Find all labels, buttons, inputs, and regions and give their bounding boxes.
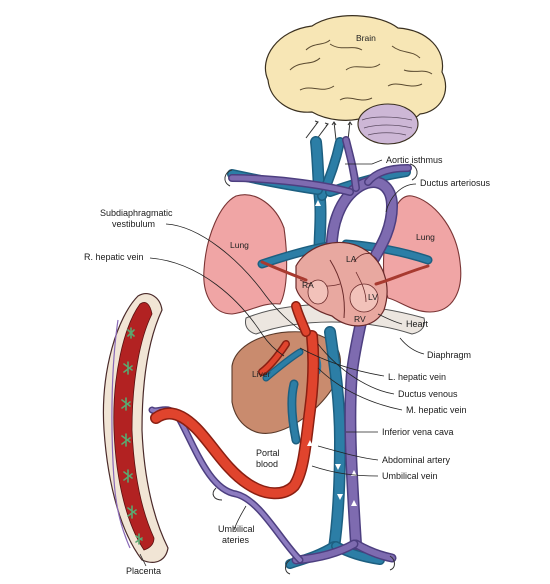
ra-label: RA xyxy=(302,280,314,290)
ductus-venous-label: Ductus venous xyxy=(398,389,458,399)
m-hepatic-vein-label: M. hepatic vein xyxy=(406,405,467,415)
flow-arrows xyxy=(307,200,357,506)
left-lung-label: Lung xyxy=(230,240,249,250)
portal-blood-label-line2: blood xyxy=(256,459,278,469)
portal-blood-label-line1: Portal xyxy=(256,448,280,458)
lv-label: LV xyxy=(368,292,378,302)
callouts-right: Aortic isthmus Ductus arteriosus Heart D… xyxy=(299,155,491,481)
abdominal-artery-label: Abdominal artery xyxy=(382,455,451,465)
brain-label: Brain xyxy=(356,33,376,43)
umbilical-ateries-label-line2: ateries xyxy=(222,535,250,545)
brain xyxy=(264,15,447,145)
oxygenated-vessels xyxy=(150,260,430,500)
subdiaphragmatic-vestibulum-label-line2: vestibulum xyxy=(112,219,155,229)
cerebellum xyxy=(357,103,419,145)
vessel-ends xyxy=(212,163,418,575)
callouts-left: Subdiaphragmatic vestibulum R. hepatic v… xyxy=(84,208,301,576)
left-lung xyxy=(203,194,288,315)
l-hepatic-vein-label: L. hepatic vein xyxy=(388,372,446,382)
umbilical-ateries-label-line1: Umbilical xyxy=(218,524,255,534)
diaphragm-label: Diaphragm xyxy=(427,350,471,360)
inferior-vena-cava-label: Inferior vena cava xyxy=(382,427,454,437)
r-hepatic-vein-label: R. hepatic vein xyxy=(84,252,144,262)
right-lung-label: Lung xyxy=(416,232,435,242)
la-label: LA xyxy=(346,254,357,264)
liver-label: Liver xyxy=(252,369,271,379)
aortic-isthmus-label: Aortic isthmus xyxy=(386,155,443,165)
heart xyxy=(295,241,388,327)
heart-label: Heart xyxy=(406,319,429,329)
rv-label: RV xyxy=(354,314,366,324)
ductus-arteriosus-label: Ductus arteriosus xyxy=(420,178,491,188)
placenta xyxy=(102,293,169,563)
subdiaphragmatic-vestibulum-label-line1: Subdiaphragmatic xyxy=(100,208,173,218)
placenta-label: Placenta xyxy=(126,566,161,576)
umbilical-vein-label: Umbilical vein xyxy=(382,471,438,481)
